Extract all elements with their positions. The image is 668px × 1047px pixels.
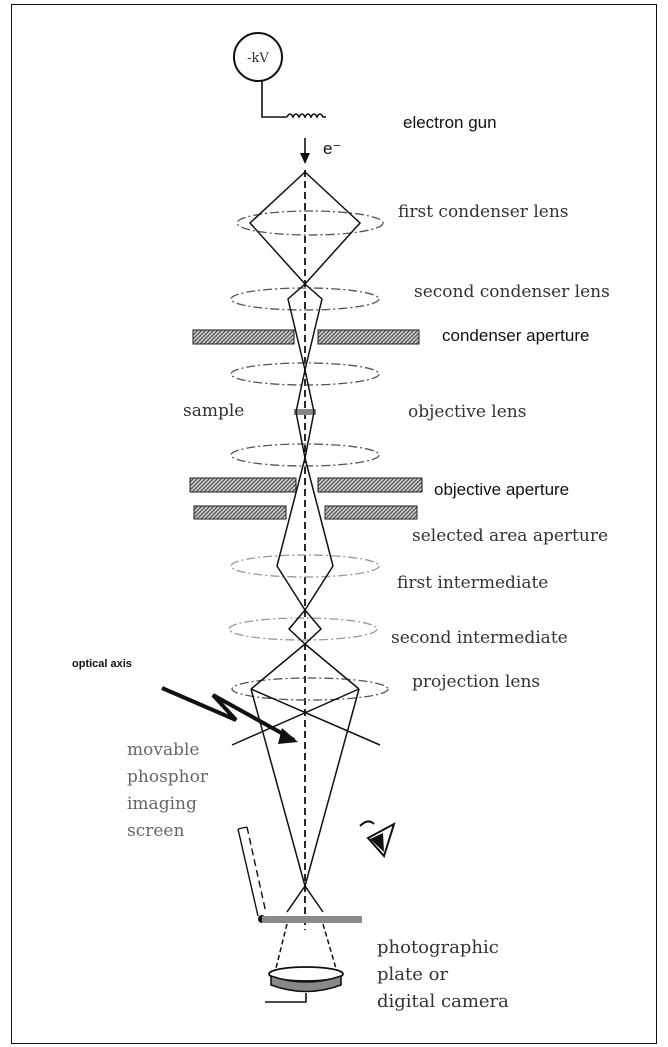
camera-label-line: photographic [377, 937, 499, 958]
objective-aperture-label: objective aperture [434, 480, 569, 499]
movable-screen-line: movable [127, 740, 199, 760]
kv-label: -kV [247, 51, 269, 66]
first-intermediate-lens [230, 554, 380, 578]
projection-lens-label: projection lens [412, 672, 540, 692]
condenser-aperture [192, 329, 420, 345]
second-intermediate-label: second intermediate [391, 628, 568, 648]
sample-label: sample [183, 401, 244, 421]
projection-lens [231, 677, 389, 701]
optical-axis-pointer-icon [161, 686, 298, 744]
movable-screen-line: imaging [127, 794, 197, 814]
camera-label-line: plate or [377, 964, 448, 985]
sample-specimen [294, 409, 316, 415]
diagram-frame [11, 4, 657, 1044]
movable-screen-line: phosphor [127, 767, 209, 787]
condenser-aperture-label: condenser aperture [442, 326, 589, 345]
camera-label: photographic plate or digital camera [377, 937, 509, 1012]
high-voltage-source: -kV [233, 32, 287, 118]
first-intermediate-label: first intermediate [397, 573, 548, 593]
movable-screen-label: movable phosphor imaging screen [127, 740, 209, 841]
first-condenser-lens [236, 210, 384, 236]
second-condenser-lens-label: second condenser lens [414, 282, 610, 302]
second-intermediate-lens [228, 617, 378, 641]
electron-label: e⁻ [323, 139, 341, 158]
objective-lens-label: objective lens [408, 402, 526, 422]
selected-area-aperture-label: selected area aperture [412, 526, 608, 546]
camera-label-line: digital camera [377, 991, 509, 1012]
filament-coil-icon [286, 113, 326, 119]
electron-gun-label: electron gun [403, 113, 497, 132]
first-condenser-lens-label: first condenser lens [398, 202, 569, 222]
upper-objective-pole [230, 362, 380, 386]
movable-phosphor-screen [237, 826, 362, 923]
camera-plate-icon [265, 966, 344, 1003]
optical-axis-label: optical axis [72, 658, 132, 670]
electron-ray-paths [231, 170, 381, 973]
lower-objective-pole [230, 443, 380, 467]
selected-area-aperture [193, 505, 418, 520]
movable-screen-line: screen [127, 821, 184, 841]
eye-icon [359, 820, 396, 858]
objective-aperture [189, 477, 423, 493]
second-condenser-lens [230, 287, 380, 311]
phosphor-screen-bar [262, 916, 362, 923]
